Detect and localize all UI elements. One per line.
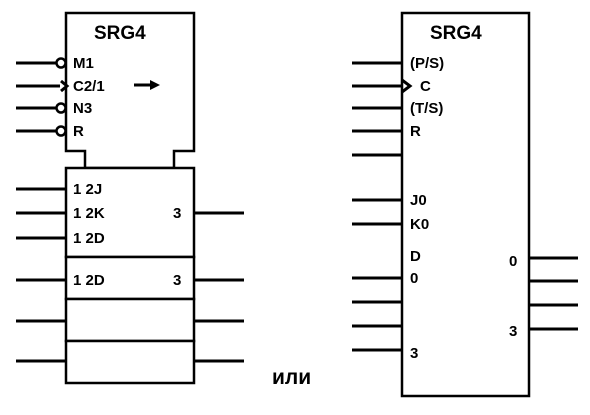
d-group-label: D bbox=[410, 248, 421, 265]
right-register-block bbox=[400, 11, 531, 398]
shift-arrow-icon bbox=[150, 80, 160, 90]
k0-input-label: K0 bbox=[410, 216, 429, 233]
m1-negation-circle bbox=[55, 57, 67, 69]
left-stage-3 bbox=[64, 297, 196, 343]
c-input-label: C bbox=[420, 78, 431, 95]
left-title: SRG4 bbox=[94, 23, 146, 44]
left-register-symbol: SRG4 M1 C2/1 N3 R 1 2J 1 2K 1 2D 3 1 2D bbox=[16, 11, 244, 385]
n3-negation-circle bbox=[55, 102, 67, 114]
r-negation-circle bbox=[55, 125, 67, 137]
right-dynamic-input-icon bbox=[401, 78, 413, 94]
dynamic-input-icon bbox=[60, 79, 70, 93]
right-r-input-label: R bbox=[410, 123, 421, 140]
n3-input-label: N3 bbox=[73, 100, 92, 117]
r-input-label: R bbox=[73, 123, 84, 140]
stage2-output-label: 3 bbox=[173, 272, 181, 289]
left-stage-4 bbox=[64, 339, 196, 385]
m1-input-label: M1 bbox=[73, 55, 94, 72]
d2-input-label: 1 2D bbox=[73, 272, 105, 289]
ts-input-label: (T/S) bbox=[410, 100, 443, 117]
right-register-symbol: SRG4 (P/S) C (T/S) R J0 K0 D 0 3 0 3 bbox=[352, 11, 578, 398]
ps-input-label: (P/S) bbox=[410, 55, 444, 72]
d1-input-label: 1 2D bbox=[73, 230, 105, 247]
stage1-output-label: 3 bbox=[173, 205, 181, 222]
j-input-label: 1 2J bbox=[73, 181, 102, 198]
d3-input-label: 3 bbox=[410, 345, 418, 362]
k-input-label: 1 2K bbox=[73, 205, 105, 222]
output-0-label: 0 bbox=[509, 253, 517, 270]
right-title: SRG4 bbox=[430, 23, 482, 44]
j0-input-label: J0 bbox=[410, 192, 427, 209]
separator-text: или bbox=[272, 366, 311, 389]
d0-input-label: 0 bbox=[410, 270, 418, 287]
c2-input-label: C2/1 bbox=[73, 78, 105, 95]
output-3-label: 3 bbox=[509, 323, 517, 340]
